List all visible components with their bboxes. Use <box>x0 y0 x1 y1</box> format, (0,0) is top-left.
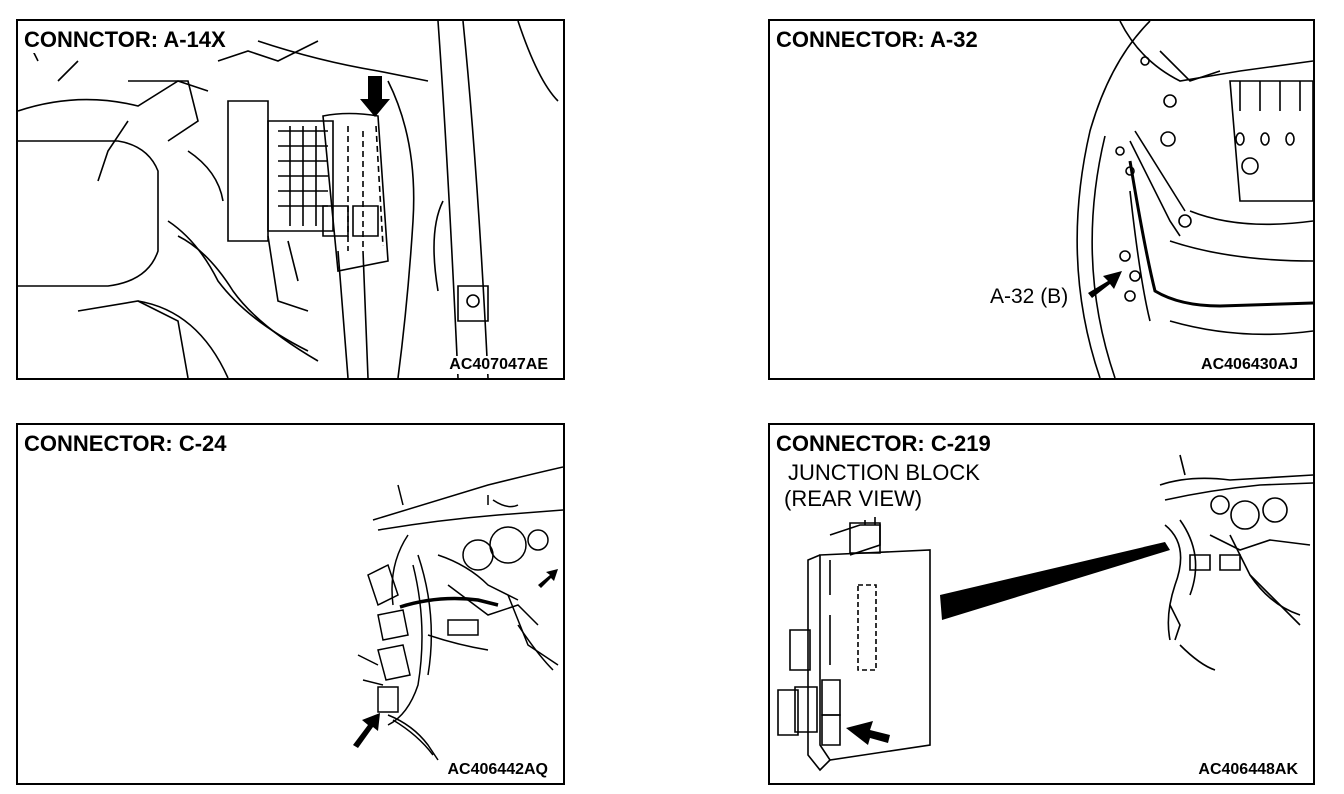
connector-c219-panel: CONNECTOR: C-219 JUNCTION BLOCK (REAR VI… <box>768 423 1315 785</box>
connector-callout: A-32 (B) <box>990 285 1069 309</box>
panel-title: CONNECTOR: C-24 <box>24 431 231 457</box>
connector-a14x-panel: CONNCTOR: A-14X AC407047AE <box>16 19 565 380</box>
panel-title: CONNECTOR: C-219 <box>776 431 995 457</box>
figure-code: AC406430AJ <box>1198 356 1301 374</box>
small-arrow-icon <box>538 569 558 588</box>
connector-a32-panel: CONNECTOR: A-32 A-32 (B) AC406430AJ <box>768 19 1315 380</box>
panel-title: CONNCTOR: A-14X <box>24 27 230 53</box>
location-arrow-icon <box>360 76 390 117</box>
figure-code: AC406442AQ <box>444 761 551 779</box>
callout-beam <box>940 542 1170 620</box>
location-arrow-icon <box>1088 271 1122 298</box>
front-bumper-illustration <box>770 21 1313 378</box>
instrument-panel-illustration <box>353 425 563 783</box>
panel-title: CONNECTOR: A-32 <box>776 27 982 53</box>
figure-code: AC406448AK <box>1195 761 1301 779</box>
engine-bay-illustration <box>18 21 563 378</box>
figure-code: AC407047AE <box>446 356 551 374</box>
location-arrow-icon <box>353 713 380 748</box>
panel-subtitle-1: JUNCTION BLOCK <box>788 460 980 485</box>
junction-block-illustration <box>770 425 1313 783</box>
location-arrow-icon <box>846 721 890 745</box>
panel-subtitle-2: (REAR VIEW) <box>784 486 923 511</box>
connector-c24-panel: CONNECTOR: C-24 AC406442AQ <box>16 423 565 785</box>
